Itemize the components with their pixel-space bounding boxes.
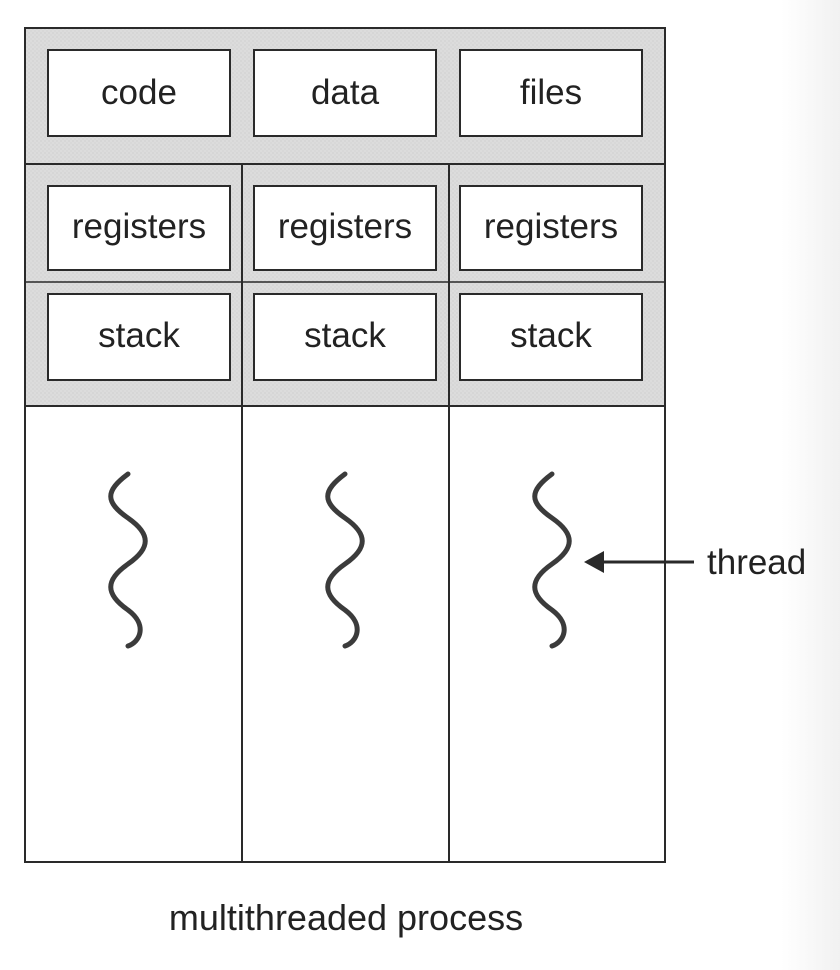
stack-box-3: stack	[459, 293, 643, 381]
registers-box-1: registers	[47, 185, 231, 271]
registers-box-2: registers	[253, 185, 437, 271]
stack-label-1: stack	[98, 316, 180, 355]
thread-label: thread	[707, 543, 806, 582]
files-label: files	[520, 73, 582, 112]
thread-execution-region	[24, 405, 666, 863]
code-label: code	[101, 73, 177, 112]
registers-label-1: registers	[72, 207, 206, 246]
files-box: files	[459, 49, 643, 137]
left-arrow-icon	[584, 551, 694, 573]
registers-box-3: registers	[459, 185, 643, 271]
wavy-thread-icon-3	[532, 471, 572, 649]
data-label: data	[311, 73, 380, 112]
stack-box-2: stack	[253, 293, 437, 381]
stack-label-2: stack	[304, 316, 386, 355]
stack-box-1: stack	[47, 293, 231, 381]
registers-label-2: registers	[278, 207, 412, 246]
wavy-thread-icon-2	[325, 471, 365, 649]
diagram-caption: multithreaded process	[169, 897, 523, 938]
wavy-thread-icon-1	[108, 471, 148, 649]
data-box: data	[253, 49, 437, 137]
stack-label-3: stack	[510, 316, 592, 355]
code-box: code	[47, 49, 231, 137]
registers-label-3: registers	[484, 207, 618, 246]
